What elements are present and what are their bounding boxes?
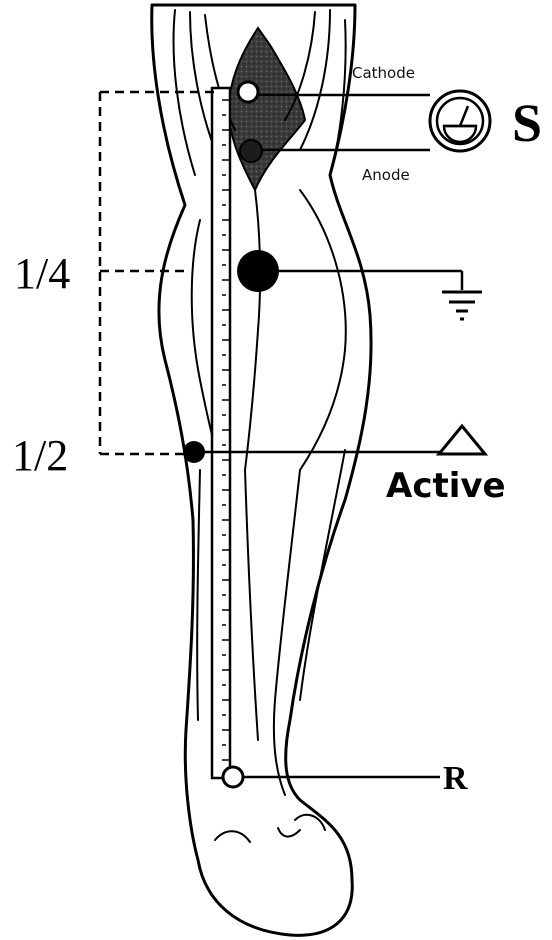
measuring-tape <box>212 88 230 778</box>
reference-electrode <box>223 767 243 787</box>
stimulator-dial-icon <box>430 91 490 151</box>
anode-label: Anode <box>362 166 410 184</box>
active-label: Active <box>386 466 506 506</box>
ground-electrode <box>237 250 279 292</box>
reference-label: R <box>443 760 468 797</box>
stimulator-label: S <box>512 93 542 153</box>
anode-electrode <box>240 140 262 162</box>
half-label: 1/2 <box>12 431 68 480</box>
quarter-label: 1/4 <box>14 249 70 298</box>
measurement-bracket <box>100 92 215 454</box>
popliteal-fossa <box>228 28 305 190</box>
cathode-electrode <box>238 82 258 102</box>
ground-icon <box>442 292 482 319</box>
cathode-label: Cathode <box>352 64 415 82</box>
active-electrode <box>183 441 205 463</box>
leg-illustration <box>152 5 371 935</box>
triangle-electrode-icon <box>439 426 485 454</box>
